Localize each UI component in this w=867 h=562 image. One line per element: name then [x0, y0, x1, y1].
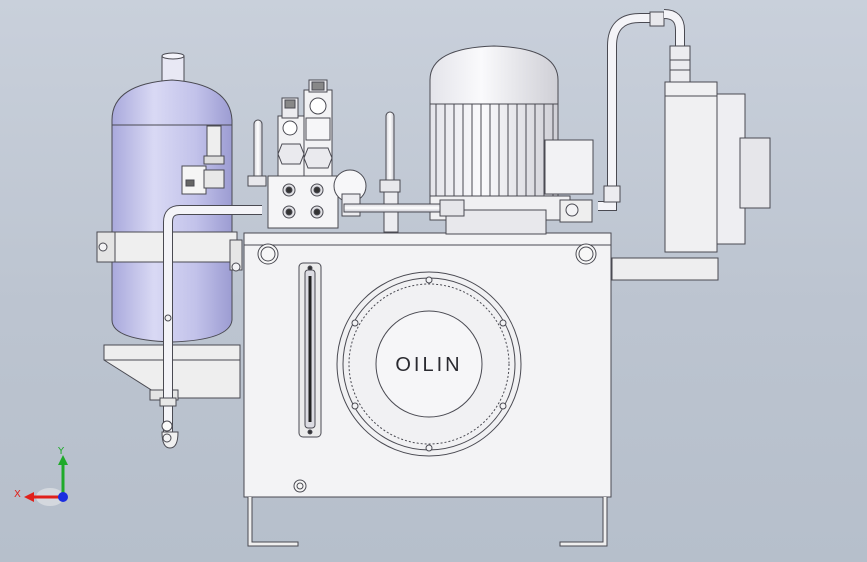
x-axis-label: X	[14, 489, 21, 500]
z-axis-dot	[58, 492, 68, 502]
return-pipe	[159, 205, 262, 449]
tank-leg-right	[559, 497, 608, 547]
x-axis-arrowhead	[24, 492, 34, 502]
y-axis-label: Y	[57, 446, 65, 457]
oil-tank[interactable]: OILIN	[243, 232, 612, 547]
cooler-fan-hub	[739, 137, 771, 209]
oil-cooler[interactable]	[611, 81, 771, 281]
cooler-bracket	[611, 257, 719, 281]
cooler-body	[664, 81, 718, 253]
emblem-label: OILIN	[395, 354, 462, 376]
valve-manifold[interactable]	[267, 79, 367, 229]
accumulator-top-port	[161, 55, 185, 83]
tank-leg-left	[247, 497, 299, 547]
axis-triad: Y X	[14, 446, 68, 506]
pressure-line	[598, 9, 691, 211]
pipe-fittings	[247, 111, 593, 233]
motor-housing	[429, 103, 559, 201]
electric-motor[interactable]	[429, 45, 594, 235]
motor-terminal-box	[544, 139, 594, 195]
y-axis-arrowhead	[58, 455, 68, 465]
motor-fan-cover	[429, 45, 559, 107]
inspection-cover: OILIN	[336, 271, 522, 457]
oil-level-gauge	[298, 262, 322, 438]
manifold-block	[267, 175, 339, 229]
drain-plug	[293, 479, 307, 493]
